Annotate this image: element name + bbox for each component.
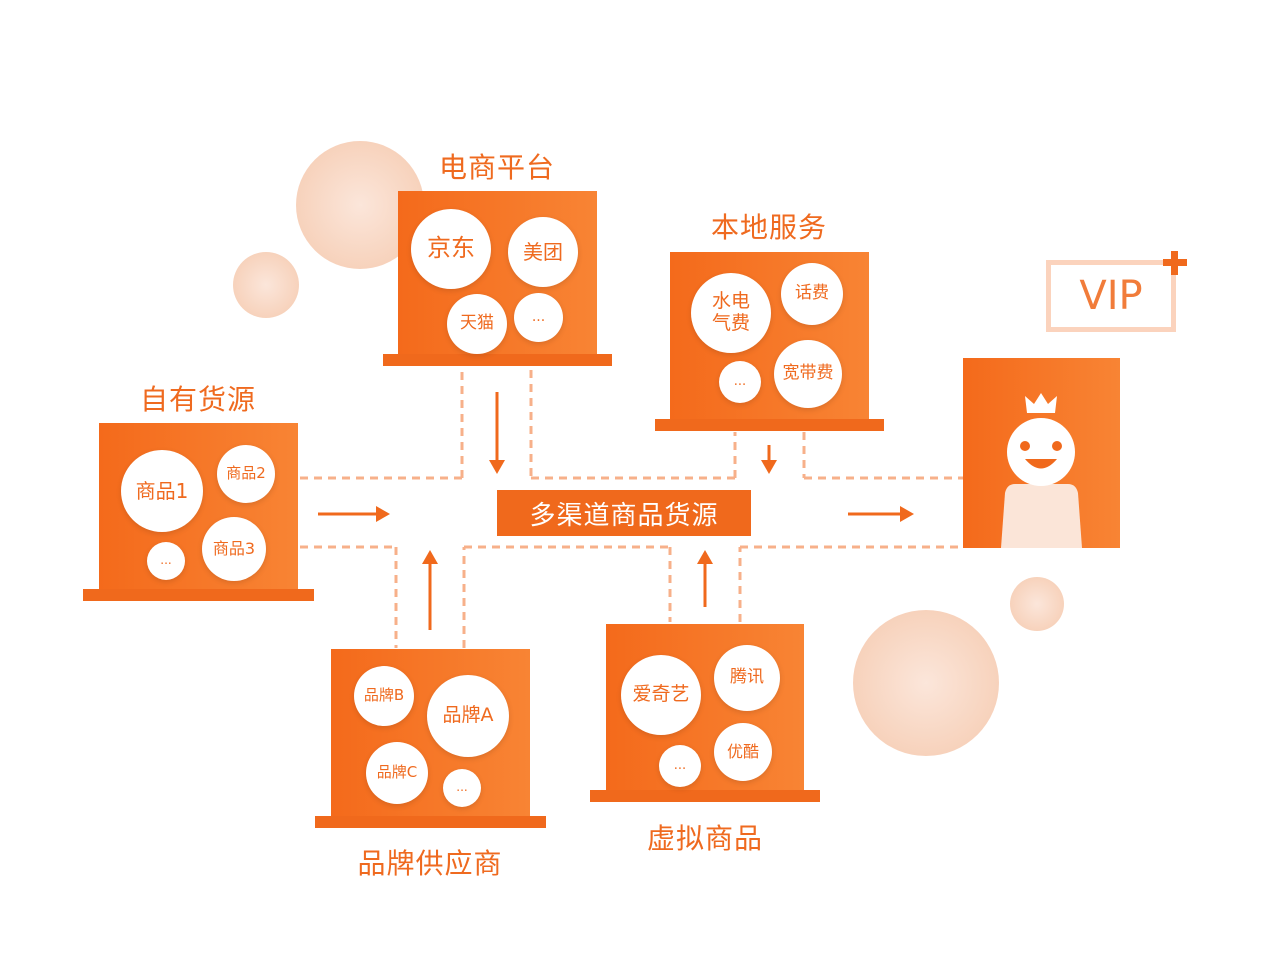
item-tmall: 天猫 <box>447 294 507 354</box>
item-utilities: 水电 气费 <box>691 273 771 353</box>
item-product-1: 商品1 <box>121 450 203 532</box>
item-youku: 优酷 <box>714 723 772 781</box>
group-title-local: 本地服务 <box>710 211 828 244</box>
vip-badge: VIP <box>1046 260 1176 332</box>
vip-label: VIP <box>1079 273 1143 319</box>
item-tencent: 腾讯 <box>714 645 780 711</box>
item-more: ... <box>443 769 481 807</box>
item-brand-a: 品牌A <box>427 675 509 757</box>
item-more: ... <box>147 542 185 580</box>
item-more: ... <box>659 745 701 787</box>
crown-icon <box>1025 393 1057 413</box>
group-base-ecommerce <box>383 354 612 366</box>
item-iqiyi: 爱奇艺 <box>621 655 701 735</box>
item-brand-c: 品牌C <box>366 742 428 804</box>
group-title-own: 自有货源 <box>139 383 257 416</box>
group-title-brand: 品牌供应商 <box>357 847 503 880</box>
soft-circle <box>296 141 424 269</box>
soft-circle <box>1010 577 1064 631</box>
item-more: ... <box>719 361 761 403</box>
face-icon <box>1007 418 1075 486</box>
soft-circle <box>853 610 999 756</box>
item-phone-bill: 话费 <box>781 263 843 325</box>
group-base-virtual <box>590 790 820 802</box>
item-broadband: 宽带费 <box>774 340 842 408</box>
group-title-ecommerce: 电商平台 <box>438 151 556 184</box>
group-base-local <box>655 419 884 431</box>
item-brand-b: 品牌B <box>354 666 414 726</box>
group-base-own <box>83 589 314 601</box>
plus-icon <box>1163 251 1187 275</box>
item-meituan: 美团 <box>508 217 578 287</box>
body-icon <box>1001 484 1082 548</box>
item-jd: 京东 <box>411 209 491 289</box>
item-product-2: 商品2 <box>217 445 275 503</box>
item-more: ... <box>514 293 563 342</box>
group-title-virtual: 虚拟商品 <box>646 822 764 855</box>
group-base-brand <box>315 816 546 828</box>
center-label: 多渠道商品货源 <box>497 490 751 536</box>
user-panel <box>963 358 1120 548</box>
item-product-3: 商品3 <box>202 517 266 581</box>
soft-circle <box>233 252 299 318</box>
